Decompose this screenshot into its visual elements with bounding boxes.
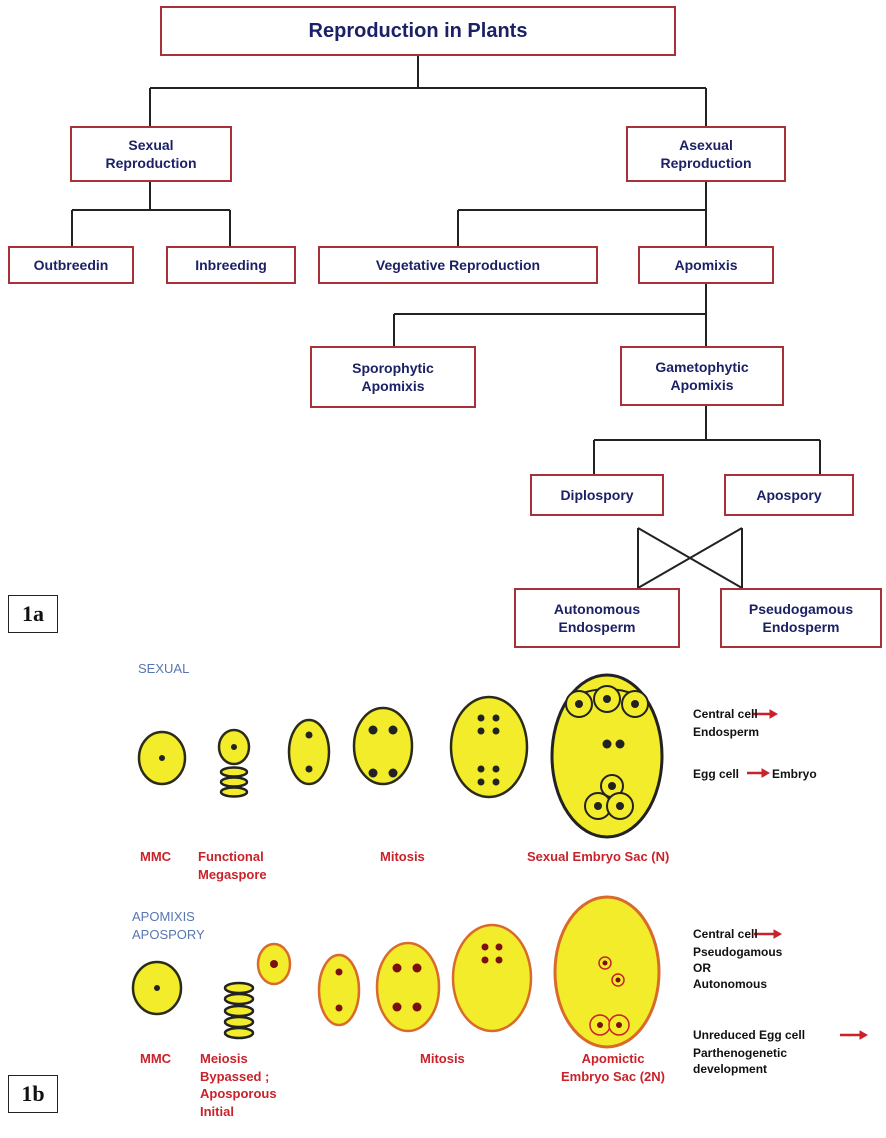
sexual-egg-cell-label: Egg cell — [693, 767, 740, 781]
unreduced-egg-cell-label: Unreduced Egg cell — [693, 1028, 806, 1042]
sexual-cells — [137, 673, 664, 839]
sexual-central-cell-label: Central cell — [693, 707, 758, 721]
apomixis-box: Apomixis — [638, 246, 774, 284]
sporophytic-apomixis-box: Sporophytic Apomixis — [310, 346, 476, 408]
sexual-mmc-label: MMC — [140, 849, 172, 864]
sexual-embryo-sac-cell — [550, 673, 664, 839]
sexual-embryo-sac-label: Sexual Embryo Sac (N) — [527, 849, 670, 864]
sexual-heading: SEXUAL — [138, 661, 190, 676]
diplospory-box: Diplospory — [530, 474, 664, 516]
central-cell-fate-label: Pseudogamous OR Autonomous — [693, 945, 783, 992]
apospory-heading: APOSPORY — [132, 927, 205, 942]
arrow-icon — [754, 929, 783, 939]
inbreeding-box: Inbreeding — [166, 246, 296, 284]
sexual-reproduction-box: Sexual Reproduction — [70, 126, 232, 182]
apomictic-eight-nucleate-cell — [451, 923, 533, 1033]
egg-fate-label: Parthenogenetic development — [693, 1046, 788, 1077]
aposporous-initial-cell — [223, 942, 292, 1040]
fate-arrows — [747, 709, 869, 1040]
tree-connectors — [71, 56, 821, 589]
figure-label-1b: 1b — [8, 1075, 58, 1113]
apomictic-two-nucleate-cell — [317, 953, 361, 1027]
title-box: Reproduction in Plants — [160, 6, 676, 56]
asexual-reproduction-box: Asexual Reproduction — [626, 126, 786, 182]
sexual-mitosis-label: Mitosis — [380, 849, 425, 864]
arrow-icon — [840, 1030, 869, 1040]
sexual-embryo-label: Embryo — [772, 767, 817, 781]
pseudogamous-endosperm-box: Pseudogamous Endosperm — [720, 588, 882, 648]
gametophytic-apomixis-box: Gametophytic Apomixis — [620, 346, 784, 406]
apomixis-mitosis-label: Mitosis — [420, 1051, 465, 1066]
apomixis-heading: APOMIXIS — [132, 909, 195, 924]
arrow-icon — [747, 768, 771, 778]
autonomous-endosperm-box: Autonomous Endosperm — [514, 588, 680, 648]
outbreeding-box: Outbreedin — [8, 246, 134, 284]
vegetative-reproduction-box: Vegetative Reproduction — [318, 246, 598, 284]
apomictic-embryo-sac-cell — [553, 895, 661, 1049]
sexual-endosperm-label: Endosperm — [693, 725, 760, 739]
apomictic-four-nucleate-cell — [375, 941, 441, 1033]
apomixis-cells — [131, 895, 661, 1049]
functional-megaspore-cell — [217, 728, 251, 798]
apomixis-mmc-label: MMC — [140, 1051, 172, 1066]
two-nucleate-cell — [287, 718, 331, 786]
figure-label-1a: 1a — [8, 595, 58, 633]
meiosis-bypassed-label: Meiosis Bypassed ; Aposporous Initial — [200, 1051, 277, 1119]
functional-megaspore-label: Functional Megaspore — [198, 849, 267, 882]
arrow-icon — [752, 709, 779, 719]
eight-nucleate-cell — [449, 695, 529, 799]
apomictic-embryo-sac-label: Apomictic Embryo Sac (2N) — [560, 1051, 666, 1084]
four-nucleate-cell — [352, 706, 414, 786]
apospory-box: Apospory — [724, 474, 854, 516]
apomixis-central-cell-label: Central cell — [693, 927, 758, 941]
